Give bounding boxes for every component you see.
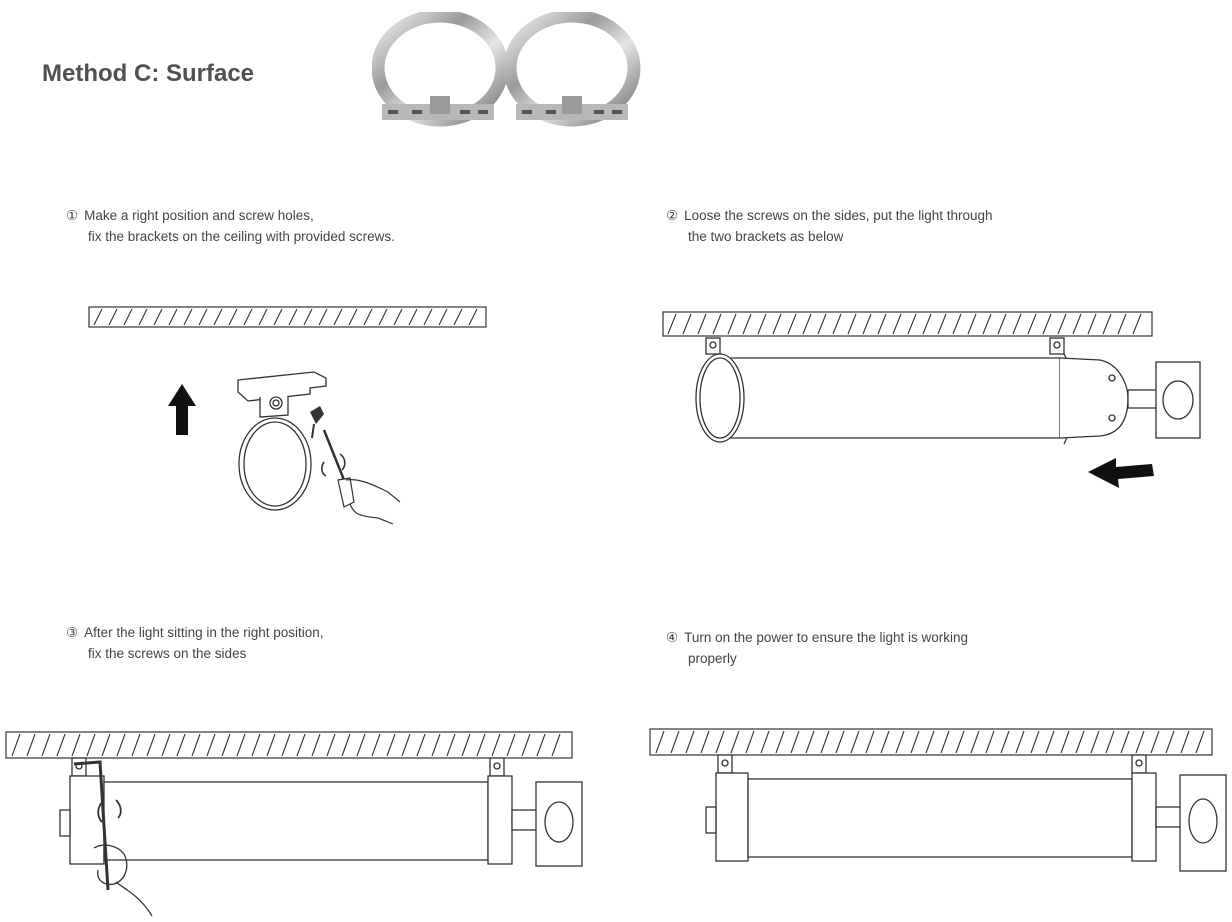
ceiling (88, 306, 487, 328)
tube-light-drawing (59, 757, 583, 867)
bracket-photo-right (503, 12, 641, 127)
left-arrow-icon (1088, 458, 1154, 488)
screwdriver-hand-icon (321, 429, 401, 525)
tube-light-drawing (695, 337, 1201, 445)
brackets-photo (372, 12, 641, 127)
allen-key-hand-icon (73, 760, 153, 917)
step-1-illustration (88, 306, 487, 525)
step-4-illustration (649, 728, 1227, 872)
bracket-drawing (237, 371, 327, 511)
screw-icon (310, 406, 324, 439)
up-arrow-icon (168, 384, 196, 435)
tube-light-drawing (705, 754, 1227, 872)
page-title: Method C: Surface (42, 60, 255, 87)
ceiling (662, 311, 1153, 337)
step-3-illustration (5, 731, 583, 917)
ceiling (649, 728, 1213, 756)
step-2-illustration (662, 311, 1201, 488)
bracket-photo-left (372, 12, 509, 127)
